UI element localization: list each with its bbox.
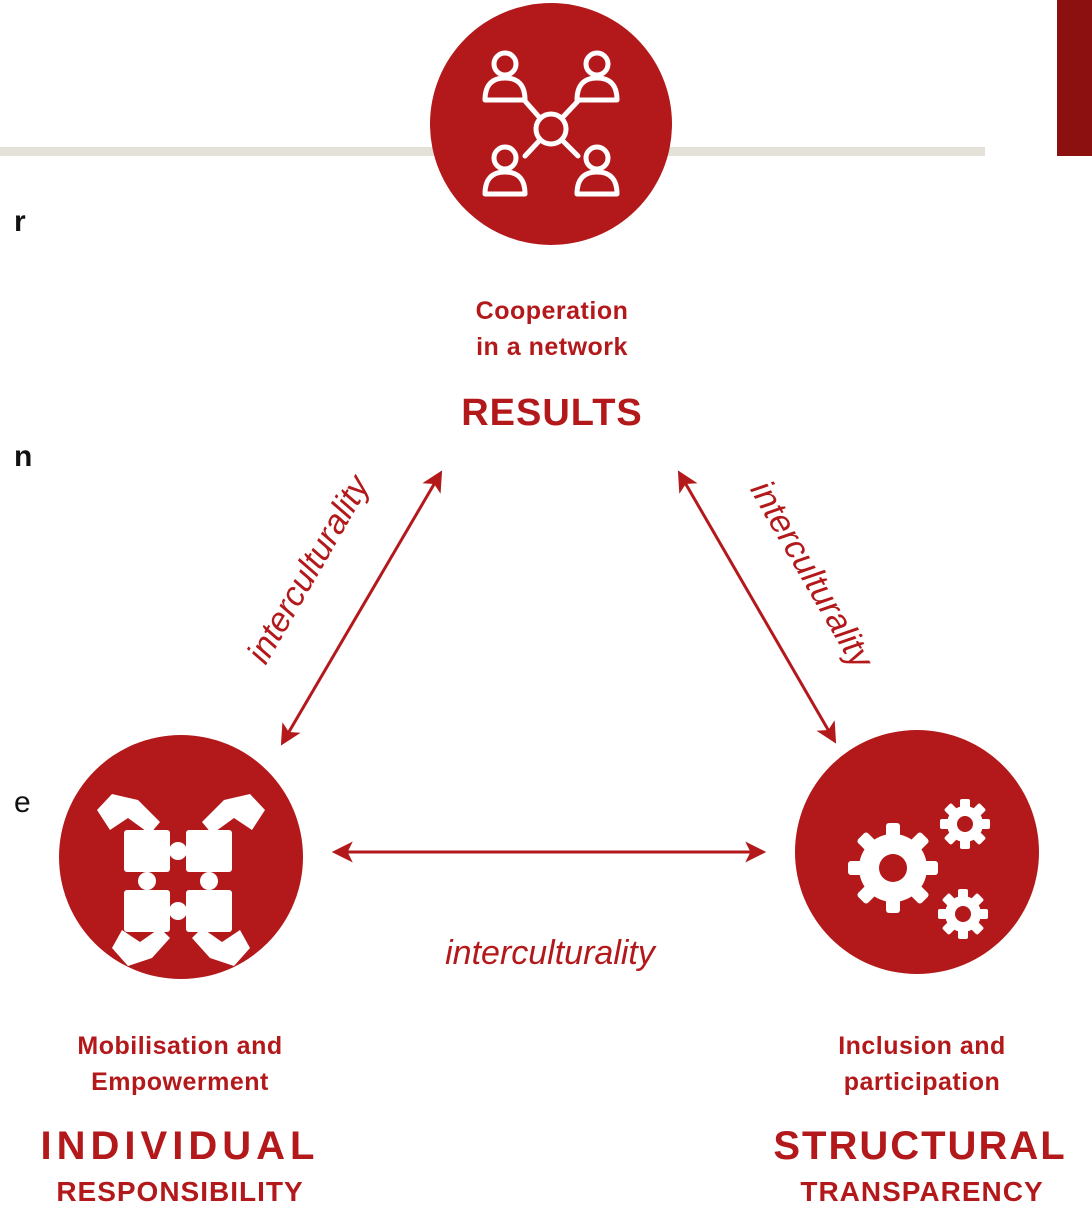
- edge-fragment-top: r: [14, 205, 26, 238]
- network-people-icon: [482, 50, 620, 197]
- bottom-edge-label: interculturality: [445, 934, 657, 972]
- left-node-subtitle-line2: RESPONSIBILITY: [56, 1176, 304, 1207]
- right-node-subtitle-line2: TRANSPARENCY: [800, 1176, 1044, 1207]
- left-node-title-line2: Empowerment: [91, 1068, 269, 1096]
- top-node-title-line2: in a network: [476, 333, 628, 361]
- left-node-title: Mobilisation and Empowerment: [20, 1028, 340, 1100]
- top-node-circle: [430, 3, 672, 245]
- right-edge-arrow: [677, 470, 837, 744]
- edge-fragment-bottom: e: [14, 786, 31, 819]
- right-edge-label: interculturality: [743, 474, 882, 676]
- gears-icon: [848, 799, 990, 939]
- left-edge-arrow: [280, 470, 443, 746]
- right-node-title: Inclusion and participation: [772, 1028, 1072, 1100]
- puzzle-hands-icon: [97, 794, 265, 966]
- right-node-subtitle-line1: STRUCTURAL: [773, 1124, 1067, 1168]
- right-node-title-line2: participation: [843, 1068, 1001, 1096]
- left-node-subtitle-line1: INDIVIDUAL: [40, 1124, 320, 1168]
- left-edge-label: interculturality: [240, 467, 379, 669]
- left-node-title-line1: Mobilisation and: [77, 1032, 283, 1060]
- top-node-subtitle: RESULTS: [461, 392, 643, 434]
- top-node-title: Cooperation in a network: [400, 293, 704, 365]
- corner-tab: [1057, 0, 1092, 156]
- right-node-title-line1: Inclusion and: [838, 1032, 1006, 1060]
- edge-fragment-middle: n: [14, 440, 33, 473]
- top-node-title-line1: Cooperation: [475, 297, 629, 325]
